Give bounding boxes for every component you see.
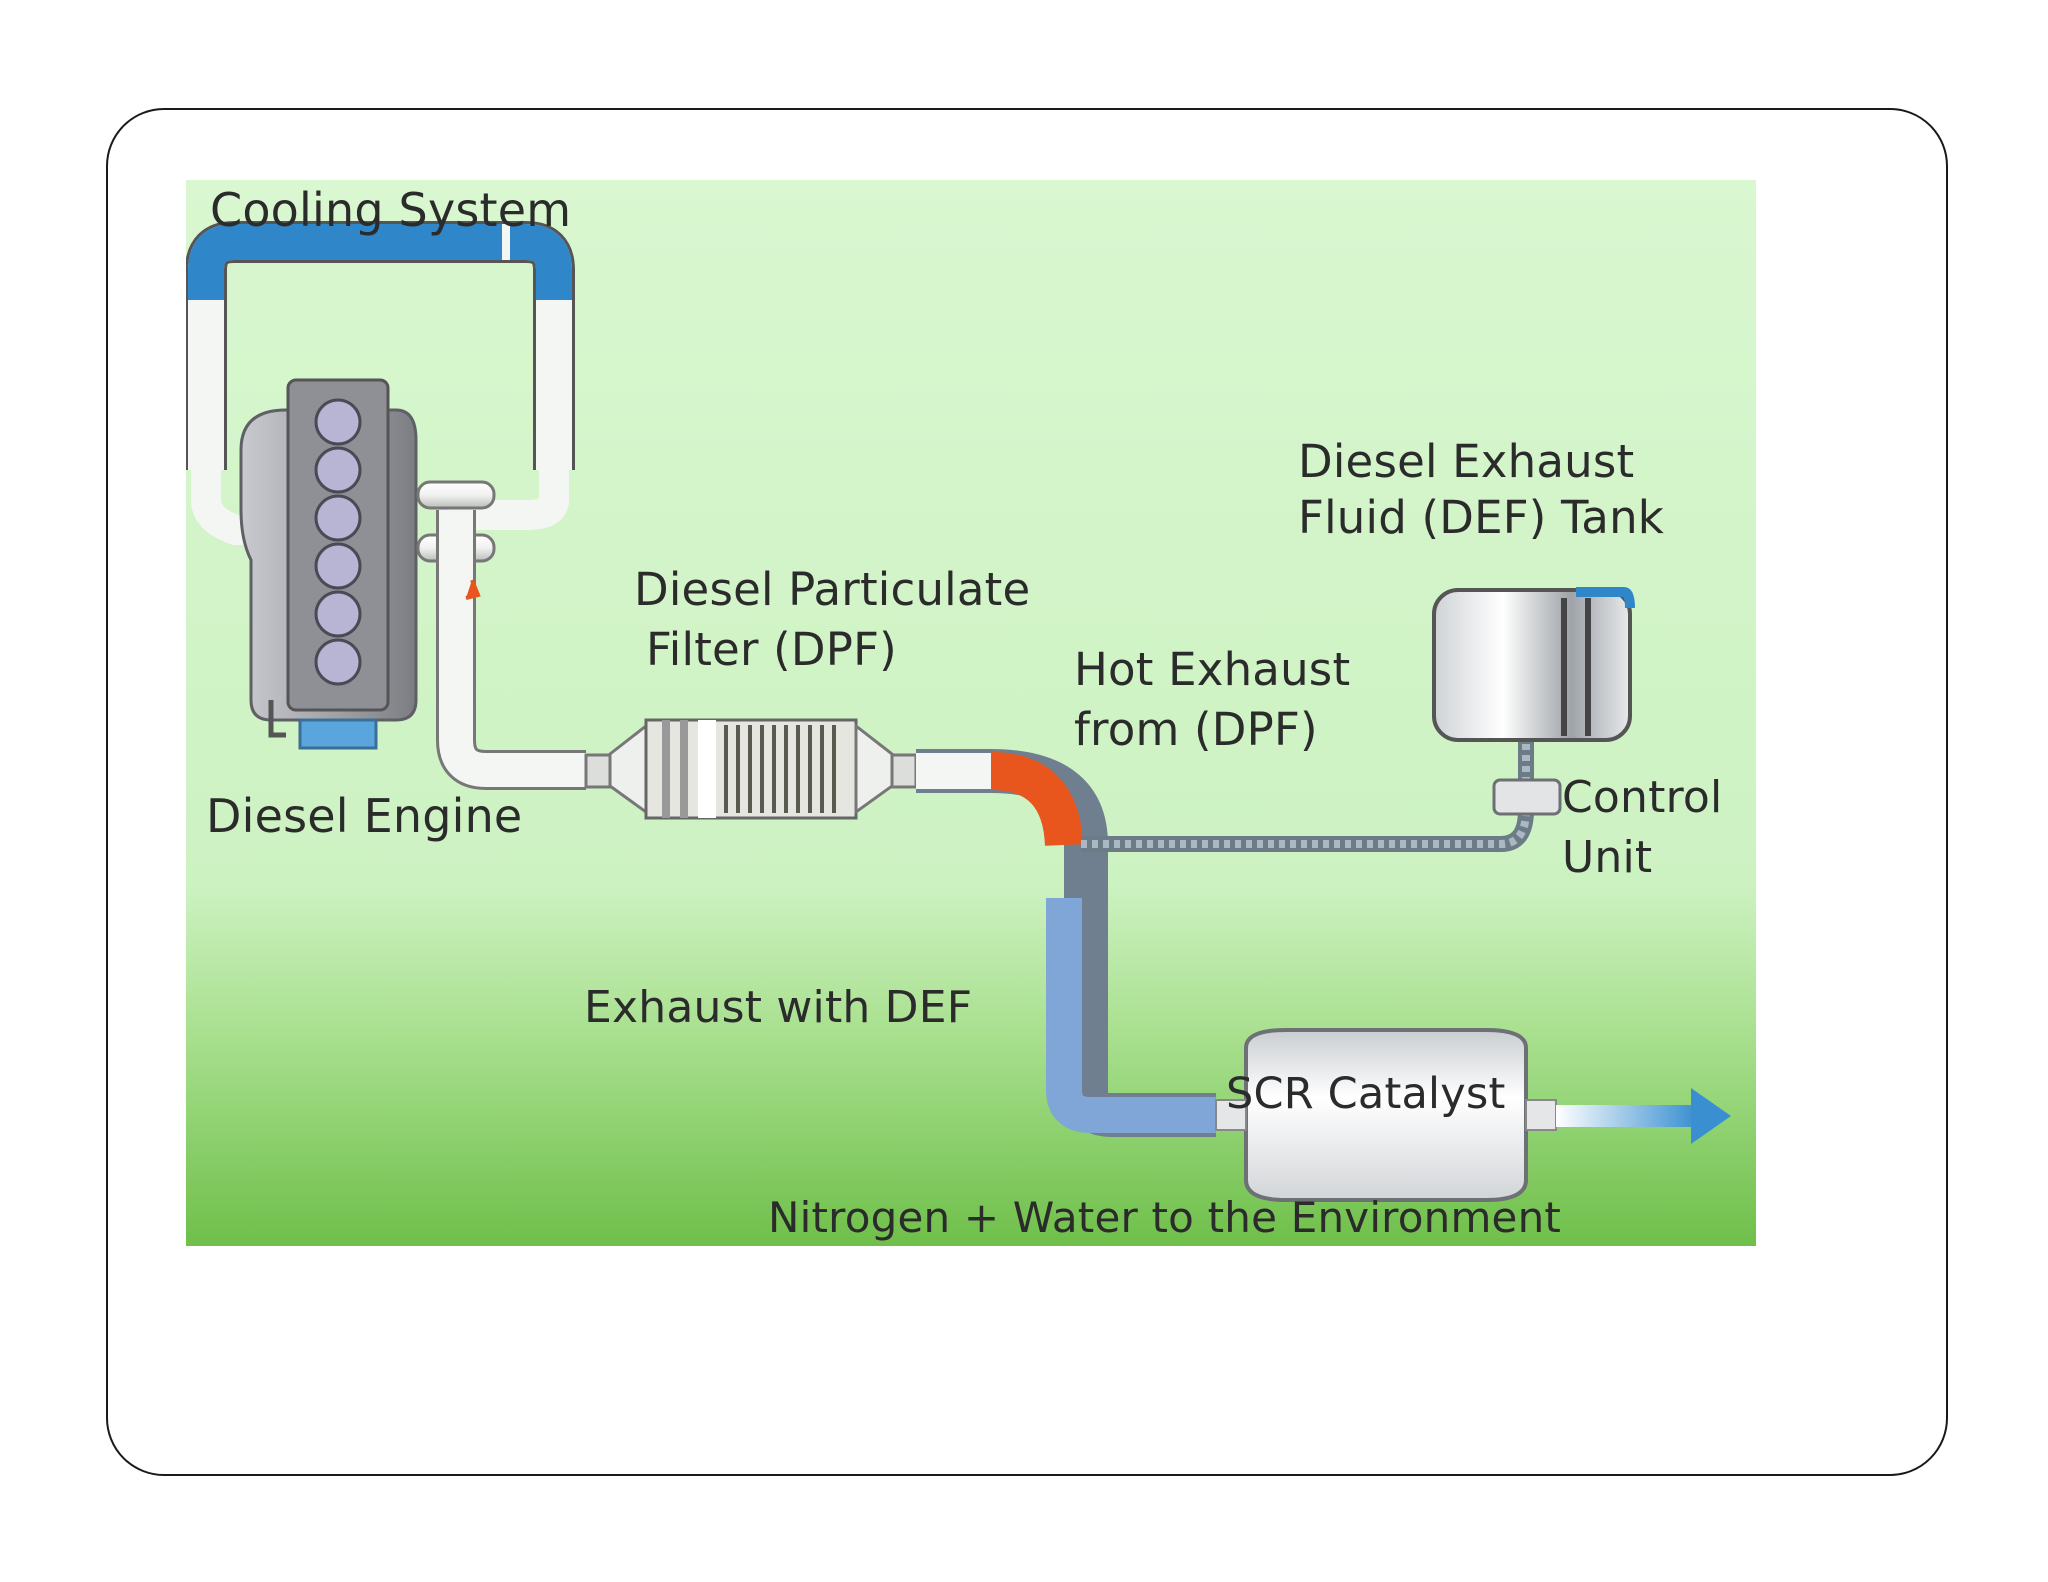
label-cooling-system: Cooling System — [210, 183, 572, 237]
engine-exhaust-pipe — [416, 480, 586, 790]
label-scr-catalyst: SCR Catalyst — [1226, 1069, 1506, 1119]
label-hot-exhaust-line1: Hot Exhaust — [1074, 643, 1351, 696]
output-arrow — [1556, 1088, 1731, 1144]
dpf-unit — [584, 718, 918, 820]
label-dpf-line1: Diesel Particulate — [634, 563, 1031, 616]
def-tank — [1432, 587, 1635, 742]
label-control-unit-line1: Control — [1562, 772, 1723, 823]
label-def-tank-line1: Diesel Exhaust — [1298, 435, 1635, 488]
label-output: Nitrogen + Water to the Environment — [768, 1193, 1562, 1242]
cooling-loop — [186, 221, 575, 545]
label-def-tank-line2: Fluid (DEF) Tank — [1298, 491, 1665, 544]
scr-system-diagram: Cooling System Diesel Engine Diesel Part… — [186, 180, 1756, 1246]
diesel-engine — [239, 378, 418, 750]
diagram-artwork — [186, 180, 1756, 1246]
scr-catalyst-unit — [1215, 1028, 1557, 1202]
label-hot-exhaust-line2: from (DPF) — [1074, 703, 1318, 756]
label-exhaust-with-def: Exhaust with DEF — [584, 982, 973, 1033]
control-unit — [1492, 778, 1562, 816]
label-diesel-engine: Diesel Engine — [206, 789, 523, 843]
hot-exhaust-pipe — [916, 749, 1216, 1137]
label-control-unit-line2: Unit — [1562, 832, 1653, 883]
label-dpf-line2: Filter (DPF) — [646, 623, 897, 676]
